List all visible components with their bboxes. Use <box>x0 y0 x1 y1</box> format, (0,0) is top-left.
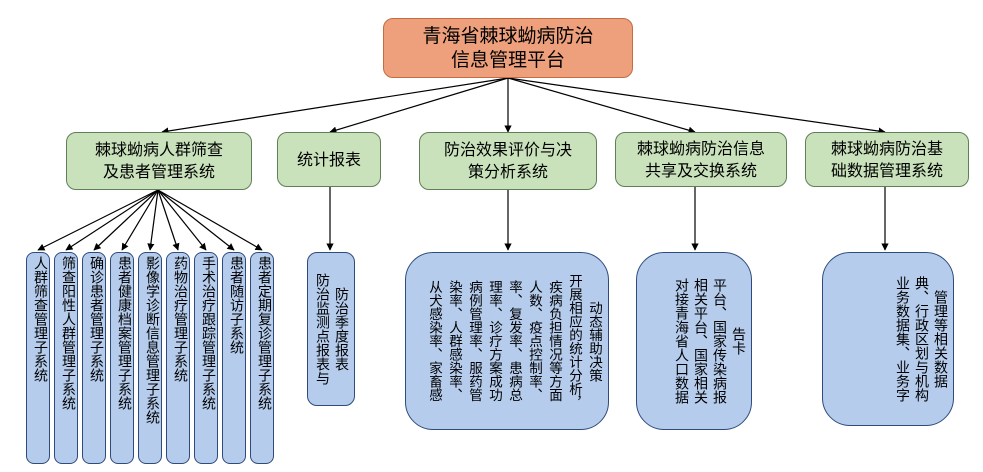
edge-root-stats <box>329 77 509 134</box>
subsystem-box: 患者健康档案管理子系统 <box>110 252 134 464</box>
subsystem-box: 影像学诊断信息管理子系统 <box>138 252 162 464</box>
module-basic: 棘球蚴病防治基 础数据管理系统 <box>805 132 969 187</box>
subsystem-box: 人群筛查管理子系统 <box>26 252 50 464</box>
edge-root-sharing <box>507 77 696 134</box>
subsystem-box: 筛查阳性人群管理子系统 <box>54 252 78 464</box>
subsystem-box: 确诊患者管理子系统 <box>82 252 106 464</box>
edge-root-screening <box>161 77 509 135</box>
subsystem-box: 患者定期复诊管理子系统 <box>250 252 274 464</box>
subsystem-box: 手术治疗跟踪管理子系统 <box>194 252 218 464</box>
module-screening: 棘球蚴病人群筛查 及患者管理系统 <box>66 132 252 190</box>
root-node: 青海省棘球蚴病防治 信息管理平台 <box>383 18 633 78</box>
sharing-detail: 告卡 平台、国家传染病报 相关平台、国家相关 对接青海省人口数据 <box>636 252 752 430</box>
module-stats: 统计报表 <box>277 132 381 187</box>
stats-detail: 防治季度报表 防治监测点报表与 <box>307 252 355 406</box>
basic-detail: 管理等相关数据 典、行政区划与机构 业务数据集、业务字 <box>822 252 954 426</box>
subsystem-box: 患者随访子系统 <box>222 252 246 464</box>
module-sharing: 棘球蚴病防治信息 共享及交换系统 <box>615 132 787 187</box>
module-evaluation: 防治效果评价与决 策分析系统 <box>419 132 597 190</box>
subsystem-box: 药物治疗管理子系统 <box>166 252 190 464</box>
evaluation-detail: 动态辅助决策 开展相应的统计分析， 疾病负担情况等方面 人数、疫点控制率、 率、… <box>405 252 609 430</box>
edge-root-basic <box>507 77 886 135</box>
